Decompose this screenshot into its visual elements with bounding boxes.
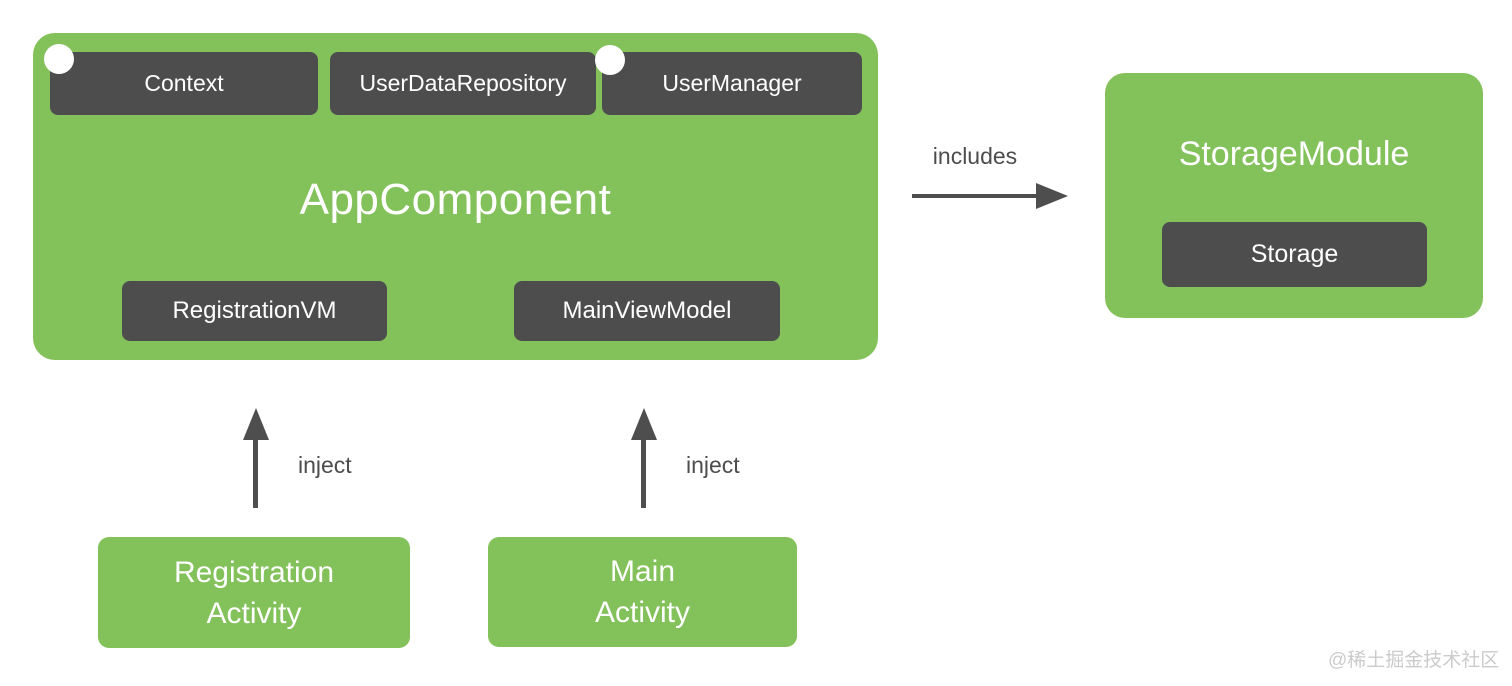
inject-arrow-registration-shaft [253, 438, 258, 508]
registration-vm-label: RegistrationVM [172, 297, 337, 324]
main-view-model-node: MainViewModel [514, 281, 780, 341]
main-activity-label-line1: Main [609, 555, 676, 588]
user-data-repository-node: UserDataRepository [330, 52, 596, 115]
inject-arrow-registration-head [243, 408, 269, 440]
registration-activity-node: Registration Activity [98, 537, 410, 648]
includes-arrow-shaft [912, 194, 1038, 198]
storage-module-node: StorageModule Storage [1105, 73, 1483, 318]
context-dot-icon [44, 44, 74, 74]
user-manager-node: UserManager [602, 52, 862, 115]
context-label: Context [144, 70, 224, 96]
registration-activity-label-line1: Registration [173, 555, 335, 589]
user-manager-label: UserManager [662, 70, 802, 96]
watermark-text: @稀土掘金技术社区 [1328, 650, 1500, 671]
includes-arrow-head [1036, 183, 1068, 209]
context-node: Context [50, 52, 318, 115]
registration-activity-label-line2: Activity [206, 596, 302, 630]
storage-node: Storage [1162, 222, 1427, 287]
inject-registration-label: inject [298, 452, 352, 478]
inject-arrow-main-shaft [641, 438, 646, 508]
storage-module-title: StorageModule [1178, 135, 1410, 173]
user-manager-dot-icon [595, 45, 625, 75]
inject-arrow-main-head [631, 408, 657, 440]
main-activity-label-line2: Activity [594, 596, 690, 629]
storage-label: Storage [1250, 240, 1339, 268]
registration-vm-node: RegistrationVM [122, 281, 387, 341]
main-view-model-label: MainViewModel [562, 297, 732, 324]
inject-main-label: inject [686, 452, 740, 478]
app-component-node: Context UserDataRepository UserManager A… [33, 33, 878, 360]
main-activity-node: Main Activity [488, 537, 797, 647]
user-data-repository-label: UserDataRepository [359, 70, 567, 96]
includes-edge-label: includes [932, 143, 1018, 169]
app-component-title: AppComponent [299, 175, 612, 224]
